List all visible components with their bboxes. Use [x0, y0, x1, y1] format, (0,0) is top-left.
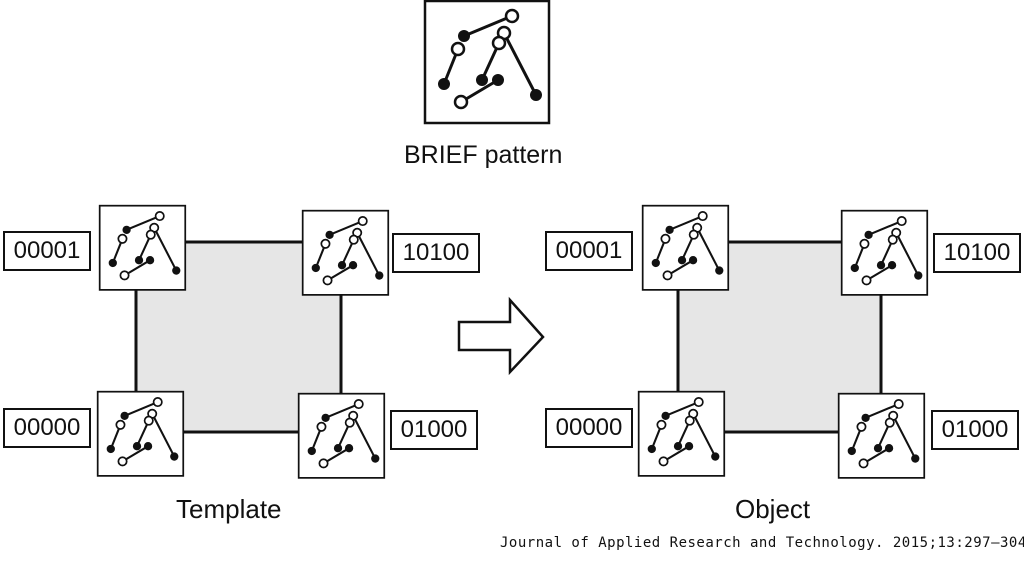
object-patch-bottom-left — [637, 390, 726, 477]
brief-pattern-icon — [423, 0, 551, 125]
template-code-top-left: 00001 — [3, 231, 91, 271]
object-patch-top-right — [840, 209, 929, 296]
right-arrow-icon — [457, 296, 545, 376]
object-patch-top-left — [641, 204, 730, 291]
template-code-top-right: 10100 — [392, 233, 480, 273]
template-patch-bottom-right — [297, 392, 386, 479]
object-label: Object — [735, 494, 811, 524]
template-patch-top-left — [98, 204, 187, 291]
object-code-top-left: 00001 — [545, 231, 633, 271]
template-label: Template — [176, 494, 282, 524]
template-patch-top-right — [301, 209, 390, 296]
object-code-bottom-right: 01000 — [931, 410, 1019, 450]
object-code-bottom-left: 00000 — [545, 408, 633, 448]
template-patch-bottom-left — [96, 390, 185, 477]
object-diagram — [637, 204, 929, 479]
template-code-bottom-left: 00000 — [3, 408, 91, 448]
template-code-bottom-right: 01000 — [390, 410, 478, 450]
citation-caption: Journal of Applied Research and Technolo… — [500, 535, 1024, 551]
object-patch-bottom-right — [837, 392, 926, 479]
object-code-top-right: 10100 — [933, 233, 1021, 273]
brief-pattern-label: BRIEF pattern — [404, 141, 563, 169]
template-diagram — [96, 204, 390, 479]
